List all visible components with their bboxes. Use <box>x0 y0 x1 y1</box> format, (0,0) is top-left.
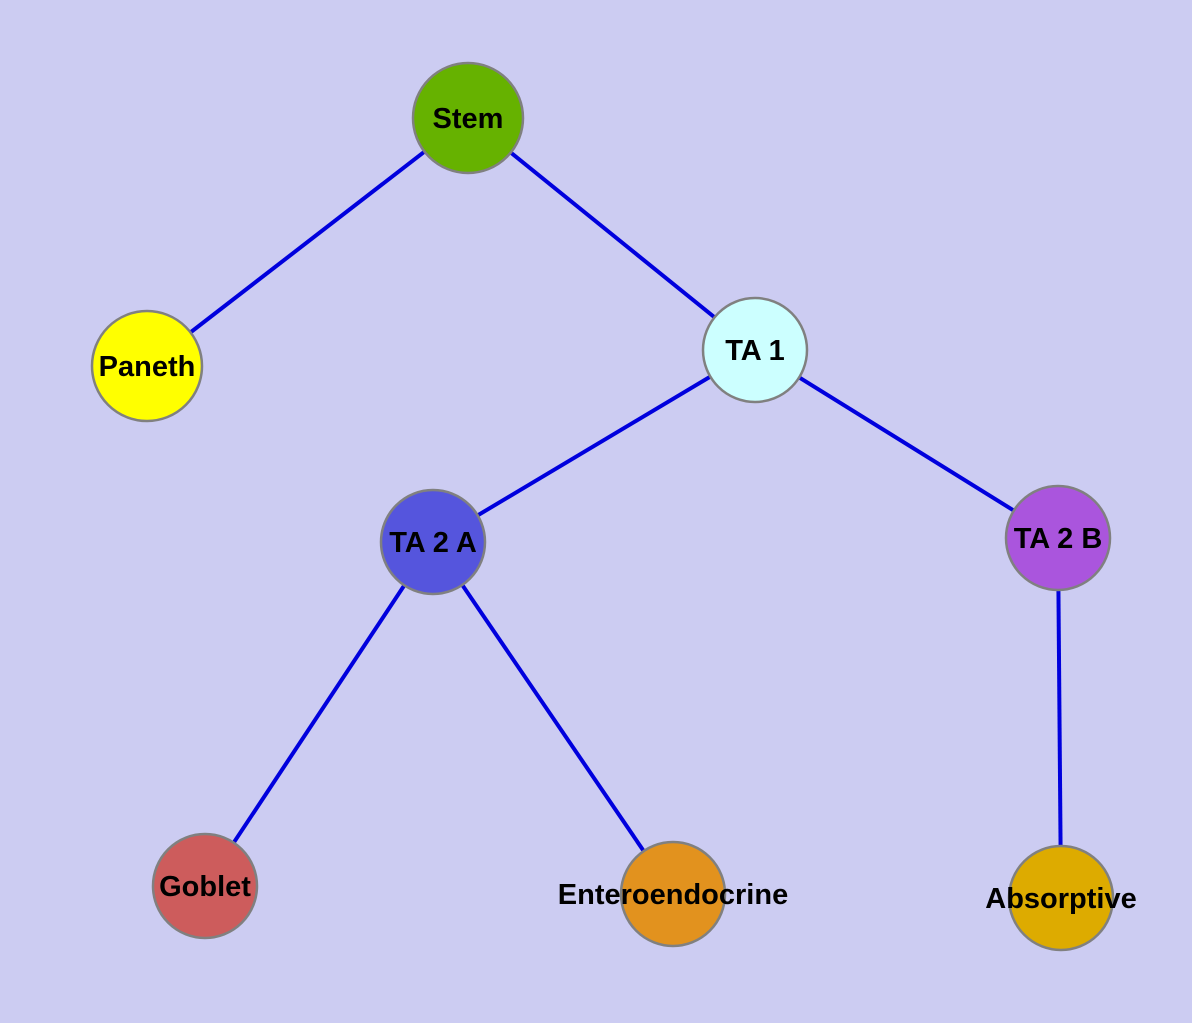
node-ta-2-a: TA 2 A <box>379 488 487 596</box>
edge-ta-1-to-ta-2-b <box>753 348 1060 540</box>
node-label-enteroendocrine: Enteroendocrine <box>558 879 788 911</box>
node-stem: Stem <box>411 61 525 175</box>
node-circle-absorptive <box>1007 844 1115 952</box>
node-label-absorptive: Absorptive <box>985 883 1136 915</box>
node-circle-ta-2-b <box>1004 484 1112 592</box>
node-label-ta-1: TA 1 <box>725 335 785 367</box>
node-label-stem: Stem <box>433 103 504 135</box>
edge-stem-to-ta-1 <box>466 116 757 352</box>
edge-ta-2-a-to-goblet <box>203 540 435 888</box>
edge-ta-1-to-ta-2-a <box>431 348 757 544</box>
node-circle-paneth <box>90 309 204 423</box>
node-label-paneth: Paneth <box>99 351 196 383</box>
node-absorptive: Absorptive <box>985 844 1137 952</box>
node-circle-ta-1 <box>701 296 809 404</box>
node-label-goblet: Goblet <box>159 871 251 903</box>
node-circle-enteroendocrine <box>619 840 727 948</box>
edge-ta-2-b-to-absorptive <box>1056 537 1063 899</box>
node-enteroendocrine: Enteroendocrine <box>558 840 788 948</box>
edge-ta-2-a-to-enteroendocrine <box>431 540 675 896</box>
node-goblet: Goblet <box>151 832 259 940</box>
edge-stem-to-paneth <box>145 116 470 368</box>
node-label-ta-2-b: TA 2 B <box>1014 523 1103 555</box>
node-paneth: Paneth <box>90 309 204 423</box>
edges-layer <box>145 116 1063 899</box>
node-ta-2-b: TA 2 B <box>1004 484 1112 592</box>
node-circle-goblet <box>151 832 259 940</box>
node-circle-stem <box>411 61 525 175</box>
node-ta-1: TA 1 <box>701 296 809 404</box>
node-label-ta-2-a: TA 2 A <box>389 527 477 559</box>
node-circle-ta-2-a <box>379 488 487 596</box>
